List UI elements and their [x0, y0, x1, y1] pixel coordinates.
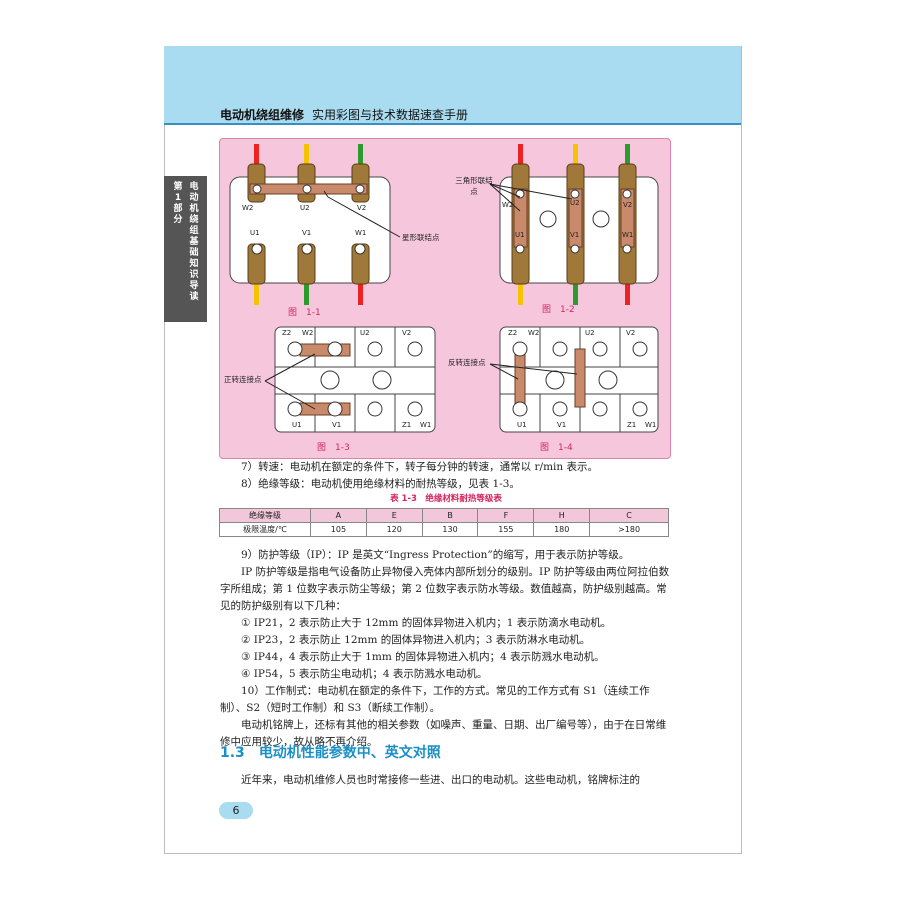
- paragraph: 近年来，电动机维修人员也时常接修一些进、出口的电动机。这些电动机，铭牌标注的: [241, 774, 640, 786]
- paragraph: 9）防护等级（IP）：IP 是英文“Ingress Protection”的缩写…: [241, 549, 630, 561]
- fig2-caption: 图 1-2: [542, 305, 575, 315]
- table-cell: 极限温度/℃: [219, 522, 311, 537]
- paragraph: 8）绝缘等级：电动机使用绝缘材料的耐热等级，见表 1-3。: [241, 478, 520, 490]
- table-cell: H: [533, 508, 591, 523]
- fig4-note: 反转连接点: [448, 358, 486, 367]
- fig4-term-bottom-3: Z1: [627, 421, 637, 429]
- table-caption: 表 1-3 绝缘材料耐热等级表: [390, 494, 502, 504]
- fig1-term-bottom-1: U1: [250, 229, 260, 237]
- table-cell: B: [421, 508, 479, 523]
- table-cell: >180: [589, 522, 669, 537]
- fig4-term-top-1: Z2: [508, 329, 518, 337]
- list-item: ① IP21，2 表示防止大于 12mm 的固体异物进入机内；1 表示防滴水电动…: [241, 617, 612, 629]
- side-tab-title: 电动机绕组基础知识导读: [189, 182, 199, 302]
- fig3-diagram: [264, 326, 436, 433]
- insulation-class-table: 绝缘等级 A E B F H C 极限温度/℃ 105 120 130 155 …: [219, 508, 669, 537]
- page-number: 6: [219, 802, 253, 819]
- list-item: ④ IP54，5 表示防尘电动机；4 表示防溅水电动机。: [241, 668, 488, 680]
- book-title: 电动机绕组维修实用彩图与技术数据速查手册: [220, 106, 468, 123]
- fig1-term-bottom-3: W1: [355, 229, 367, 237]
- fig2-diagram: [489, 144, 659, 305]
- section-title: 电动机性能参数中、英文对照: [258, 745, 441, 761]
- fig2-term-top-2: U2: [570, 199, 580, 207]
- table-row: 绝缘等级 A E B F H C: [219, 508, 669, 523]
- fig2-term-top-1: W2: [502, 201, 514, 209]
- table-cell: 绝缘等级: [219, 508, 311, 523]
- fig3-term-top-4: V2: [402, 329, 412, 337]
- fig1-term-bottom-2: V1: [302, 229, 312, 237]
- fig3-term-bottom-2: V1: [332, 421, 342, 429]
- fig3-caption: 图 1-3: [317, 443, 350, 453]
- fig2-term-bottom-3: W1: [622, 231, 634, 239]
- side-tab: 第1部分 电动机绕组基础知识导读: [164, 176, 207, 322]
- fig3-term-bottom-4: W1: [420, 421, 432, 429]
- fig4-term-top-4: V2: [626, 329, 636, 337]
- fig3-term-top-3: U2: [360, 329, 370, 337]
- fig4-term-bottom-1: U1: [517, 421, 527, 429]
- side-tab-part: 第1部分: [173, 182, 183, 225]
- text-block-b: 9）防护等级（IP）：IP 是英文“Ingress Protection”的缩写…: [220, 547, 672, 751]
- table-row: 极限温度/℃ 105 120 130 155 180 >180: [219, 522, 669, 537]
- fig2-term-bottom-2: V1: [570, 231, 580, 239]
- table-cell: 105: [310, 522, 367, 537]
- fig1-term-top-3: V2: [357, 204, 367, 212]
- paragraph: IP 防护等级是指电气设备防止异物侵入壳体内部所划分的级别。IP 防护等级由两位…: [220, 566, 670, 612]
- figure-panel: W2 U2 V2 U1 V1 W1 星形联结点 图 1-1 W2 U2 V2 U…: [219, 138, 671, 459]
- fig4-term-bottom-4: W1: [645, 421, 657, 429]
- table-cell: 180: [533, 522, 591, 537]
- fig1-note: 星形联结点: [402, 233, 440, 242]
- table-cell: 155: [477, 522, 535, 537]
- section-heading: 1.3 电动机性能参数中、英文对照: [220, 742, 441, 762]
- fig1-term-top-2: U2: [300, 204, 310, 212]
- fig3-term-top-2: W2: [302, 329, 314, 337]
- fig4-term-top-3: U2: [585, 329, 595, 337]
- list-item: ② IP23，2 表示防止 12mm 的固体异物进入机内；3 表示防淋水电动机。: [241, 634, 591, 646]
- fig3-note: 正转连接点: [224, 375, 262, 384]
- table-cell: 120: [365, 522, 423, 537]
- list-item: ③ IP44，4 表示防止大于 1mm 的固体异物进入机内；4 表示防溅水电动机…: [241, 651, 605, 663]
- paragraph: 电动机铭牌上，还标有其他的相关参数（如噪声、重量、日期、出厂编号等），由于在日常…: [220, 719, 667, 748]
- table-cell: C: [589, 508, 669, 523]
- fig3-term-bottom-3: Z1: [402, 421, 412, 429]
- table-cell: F: [477, 508, 535, 523]
- fig4-term-top-2: W2: [528, 329, 540, 337]
- fig1-caption: 图 1-1: [288, 308, 321, 318]
- fig1-diagram: [229, 144, 401, 305]
- book-title-rest: 实用彩图与技术数据速查手册: [312, 108, 469, 122]
- fig4-diagram: [489, 326, 659, 433]
- fig2-term-top-3: V2: [623, 201, 633, 209]
- text-block-c: 近年来，电动机维修人员也时常接修一些进、出口的电动机。这些电动机，铭牌标注的: [220, 772, 672, 789]
- fig3-term-bottom-1: U1: [292, 421, 302, 429]
- paragraph: 10）工作制式：电动机在额定的条件下，工作的方式。常见的工作方式有 S1（连续工…: [220, 685, 650, 714]
- fig4-term-bottom-2: V1: [557, 421, 567, 429]
- terminal-diagrams: [229, 144, 659, 433]
- table-cell: A: [310, 508, 367, 523]
- page-header: [164, 46, 741, 125]
- fig2-note: 三角形联结点: [455, 176, 493, 196]
- section-number: 1.3: [220, 745, 245, 761]
- table-cell: 130: [421, 522, 479, 537]
- table-cell: E: [365, 508, 423, 523]
- paragraph: 7）转速：电动机在额定的条件下，转子每分钟的转速，通常以 r/min 表示。: [241, 461, 598, 473]
- book-title-bold: 电动机绕组维修: [220, 108, 305, 122]
- fig4-caption: 图 1-4: [540, 443, 573, 453]
- fig3-term-top-1: Z2: [282, 329, 292, 337]
- text-block-a: 7）转速：电动机在额定的条件下，转子每分钟的转速，通常以 r/min 表示。 8…: [220, 459, 672, 493]
- fig1-term-top-1: W2: [242, 204, 254, 212]
- fig2-term-bottom-1: U1: [515, 231, 525, 239]
